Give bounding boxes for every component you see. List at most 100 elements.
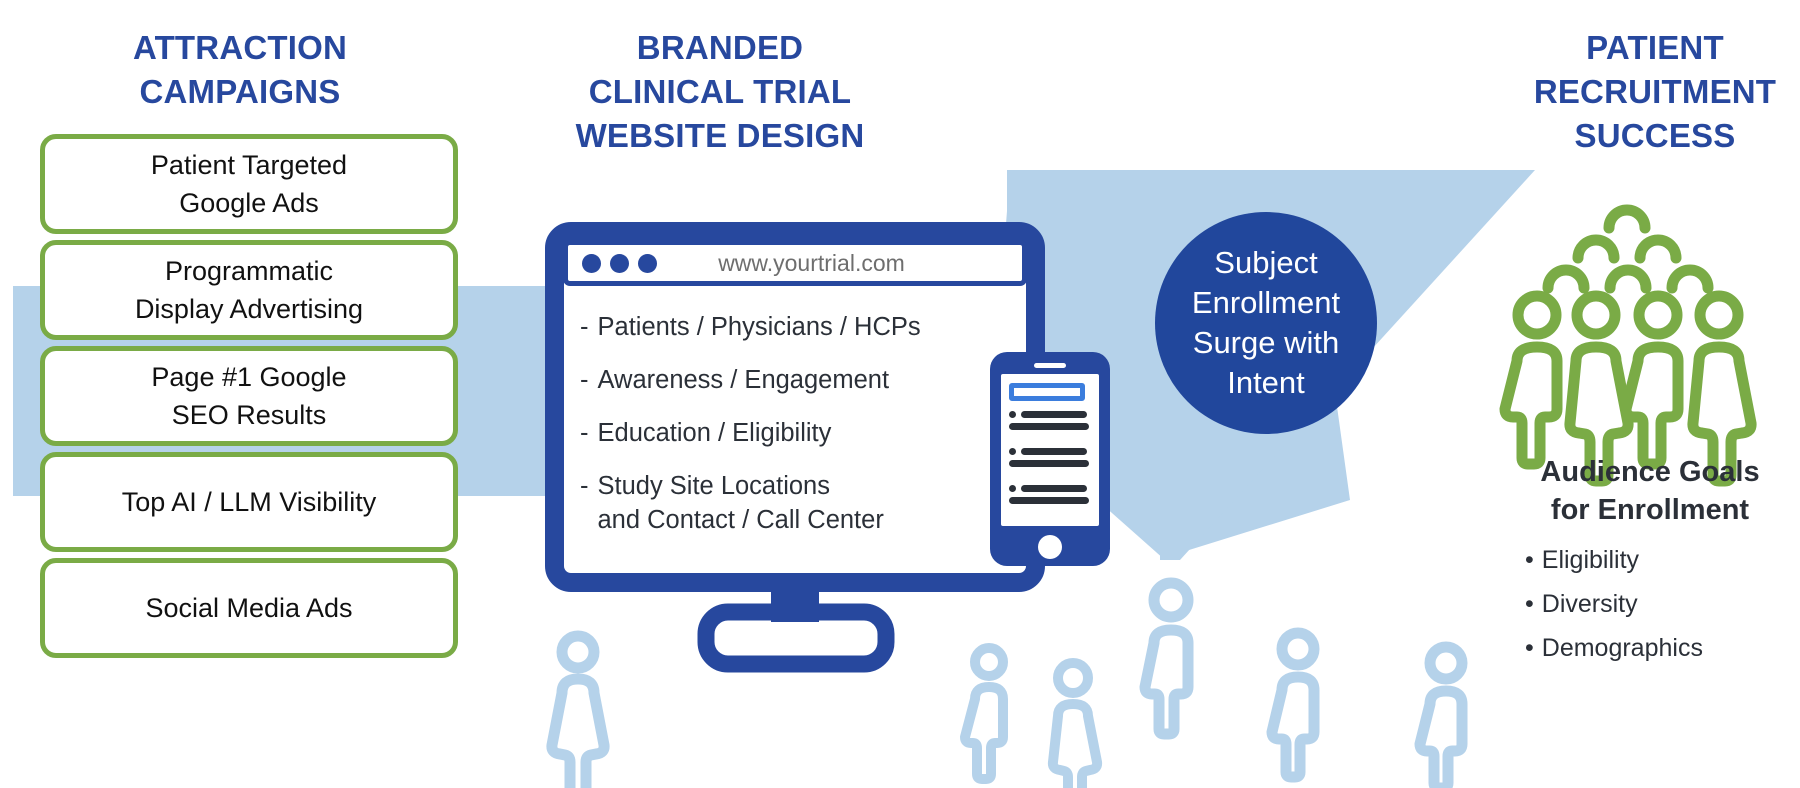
list-text: Awareness / Engagement [597,366,890,394]
campaign-box-1[interactable]: Programmatic Display Advertising [40,240,458,340]
phone-text-bar [1009,423,1089,430]
campaign-box-text: Patient Targeted Google Ads [151,146,347,222]
phone-bullet-icon [1009,411,1016,418]
campaign-box-0[interactable]: Patient Targeted Google Ads [40,134,458,234]
heading-branded-website-design: BRANDED CLINICAL TRIAL WEBSITE DESIGN [520,26,920,158]
website-feature-item: - Awareness / Engagement [580,363,1020,397]
crowd-person-female [1564,290,1634,487]
list-dash: - [580,313,589,341]
heading-line: WEBSITE DESIGN [575,117,865,154]
crowd-person-female [1687,290,1757,487]
campaign-box-text: Top AI / LLM Visibility [122,483,377,521]
list-text: Education / Eligibility [597,419,832,447]
phone-text-bar [1009,497,1089,504]
browser-dot-icon [582,253,601,273]
browser-traffic-lights [582,253,657,273]
heading-line: CLINICAL TRIAL [588,73,852,110]
phone-bullet-icon [1009,448,1016,455]
website-feature-item: - Patients / Physicians / HCPs [580,310,1020,344]
crowd-head-arc [1666,264,1714,294]
heading-patient-recruitment-success: PATIENT RECRUITMENT SUCCESS [1490,26,1800,158]
list-item: •Demographics [1525,626,1800,670]
phone-text-bar [1021,485,1087,492]
phone-bullet-icon [1009,485,1016,492]
crowd-head-arc [1542,264,1590,294]
list-item: •Eligibility [1525,538,1800,582]
badge-text: Subject Enrollment Surge with Intent [1192,243,1340,403]
phone-text-bar [1021,448,1087,455]
browser-url-bar[interactable]: www.yourtrial.com [563,240,1027,286]
website-feature-item: - Study Site Locations and Contact / Cal… [580,469,1020,537]
campaign-box-text: Programmatic Display Advertising [135,252,363,328]
phone-screen [1001,374,1099,526]
list-dash: - [580,419,589,447]
badge-line: Surge with [1192,325,1340,360]
crowd-person-male [1499,290,1563,470]
list-text-line1: Study Site Locations [597,472,830,500]
campaign-box-2[interactable]: Page #1 Google SEO Results [40,346,458,446]
heading-line: RECRUITMENT [1533,73,1777,110]
campaign-line: Display Advertising [134,294,364,324]
mobile-phone [990,352,1110,566]
campaign-line: Programmatic [164,256,334,286]
badge-line: Subject [1214,245,1318,280]
crowd-head-arc [1604,264,1652,294]
list-dash: - [580,472,589,500]
crowd-person-male [1620,290,1684,470]
person-silhouette-male [1139,577,1194,740]
crowd-head-arc [1572,234,1620,264]
audience-goals-list: •Eligibility •Diversity •Demographics [1525,538,1800,670]
person-silhouette-male [1266,627,1320,783]
campaign-box-text: Social Media Ads [145,589,352,627]
goal-label: Diversity [1541,590,1638,618]
campaign-box-3[interactable]: Top AI / LLM Visibility [40,452,458,552]
list-text-line2: and Contact / Call Center [597,506,884,534]
campaign-line: Top AI / LLM Visibility [121,487,377,517]
heading-line: ATTRACTION [132,29,348,66]
browser-dot-icon [610,253,629,273]
campaign-line: Google Ads [179,188,319,218]
person-silhouette-female [1047,658,1103,788]
website-feature-list: - Patients / Physicians / HCPs - Awarene… [580,310,1020,556]
phone-content-group [1009,448,1091,472]
goals-title-line: Audience Goals [1540,456,1760,488]
phone-header-bar [1009,383,1085,401]
heading-line: PATIENT [1586,29,1724,66]
bullet-icon: • [1525,634,1534,662]
campaign-line: SEO Results [171,400,327,430]
campaign-box-text: Page #1 Google SEO Results [151,358,346,434]
badge-line: Enrollment [1191,285,1341,320]
phone-text-bar [1021,411,1087,418]
campaign-line: Page #1 Google [151,362,347,392]
crowd-head-arc [1634,234,1682,264]
person-silhouette-female [546,630,610,788]
enrollment-surge-badge: Subject Enrollment Surge with Intent [1155,212,1377,434]
browser-dot-icon [638,253,657,273]
phone-content-group [1009,411,1091,435]
campaign-box-4[interactable]: Social Media Ads [40,558,458,658]
list-text: Study Site Locations and Contact / Call … [598,469,1021,537]
list-text: Patients / Physicians / HCPs [597,313,921,341]
badge-line: Intent [1227,365,1305,400]
bullet-icon: • [1525,546,1534,574]
list-dash: - [580,366,589,394]
heading-line: CAMPAIGNS [139,73,341,110]
heading-attraction-campaigns: ATTRACTION CAMPAIGNS [40,26,440,114]
heading-line: SUCCESS [1574,117,1736,154]
person-silhouette-male [1414,641,1468,788]
heading-line: BRANDED [636,29,804,66]
phone-speaker-icon [1034,363,1066,368]
bullet-icon: • [1525,590,1534,618]
list-item: •Diversity [1525,582,1800,626]
goals-title-line: for Enrollment [1550,494,1750,526]
campaign-line: Social Media Ads [145,593,353,623]
campaign-line: Patient Targeted [150,150,348,180]
browser-url-text: www.yourtrial.com [718,249,905,276]
monitor-base [697,603,895,673]
goal-label: Demographics [1541,634,1703,662]
phone-content-group [1009,485,1091,509]
audience-goals-title: Audience Goals for Enrollment [1490,453,1800,529]
